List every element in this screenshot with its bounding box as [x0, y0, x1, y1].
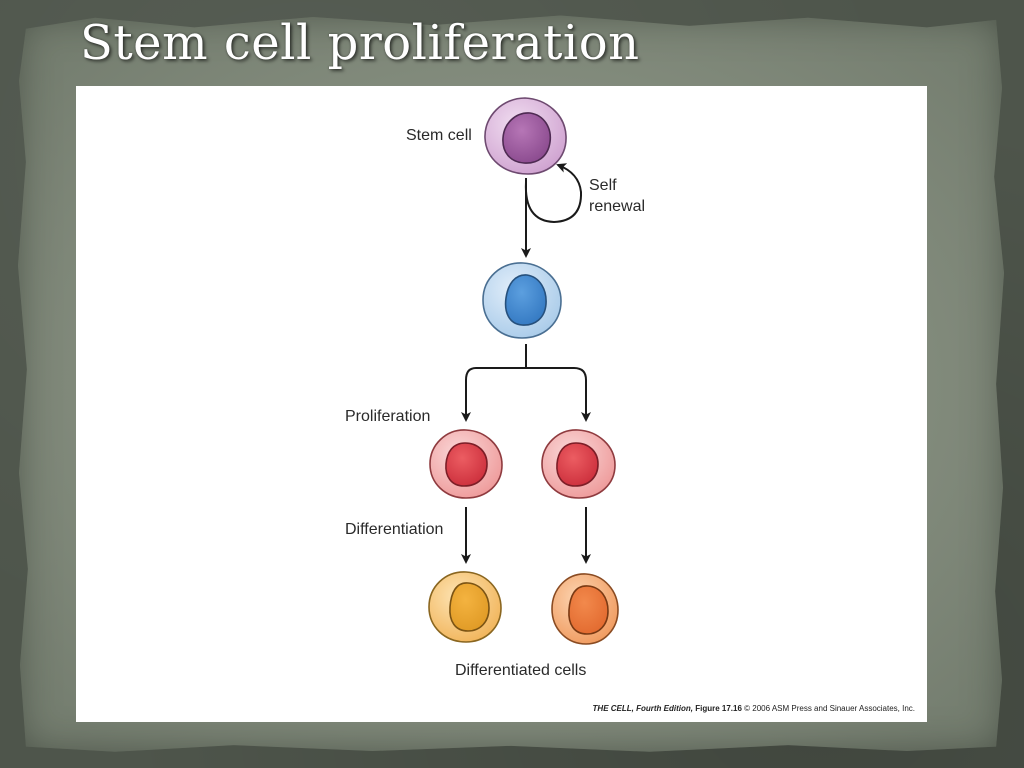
figure-panel: Stem cell Self renewal Proliferation Dif…: [76, 86, 927, 722]
progenitor-cell: [482, 262, 562, 339]
proliferation-label: Proliferation: [345, 408, 431, 425]
stem-cell: [484, 97, 567, 175]
credit-book-title: THE CELL, Fourth Edition,: [592, 704, 693, 713]
differentiated-cell-right: [551, 573, 619, 645]
self-renewal-arrow: [524, 163, 583, 224]
stem-cell-diagram: [428, 97, 619, 645]
credit-copyright: © 2006 ASM Press and Sinauer Associates,…: [744, 704, 915, 713]
slide-title: Stem cell proliferation: [80, 15, 640, 71]
branch-connector: [465, 344, 587, 408]
differentiated-cell-left: [428, 571, 502, 643]
self-renewal-label-line2: renewal: [589, 198, 646, 215]
proliferating-cell-right: [541, 429, 616, 499]
credit-figure-number: Figure 17.16: [695, 704, 742, 713]
differentiation-label: Differentiation: [345, 521, 444, 538]
differentiated-cells-label: Differentiated cells: [455, 662, 587, 679]
self-renewal-label-line1: Self: [589, 177, 617, 194]
figure-credit: THE CELL, Fourth Edition, Figure 17.16 ©…: [593, 704, 915, 713]
proliferating-cell-left: [429, 429, 503, 499]
stem-cell-label: Stem cell: [406, 127, 472, 144]
self-renewal-label: Self renewal: [589, 175, 645, 217]
